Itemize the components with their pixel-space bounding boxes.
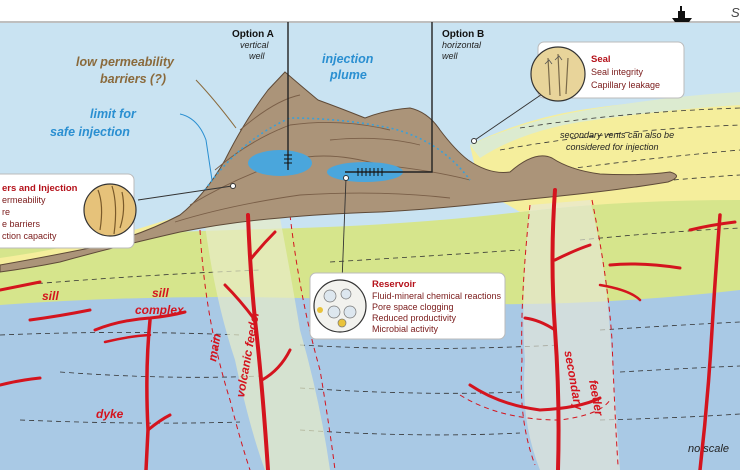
barriers-leader bbox=[137, 185, 233, 201]
main-feeder-outline-left bbox=[199, 229, 251, 471]
main-feeder-zone bbox=[205, 218, 330, 470]
barriers-item-1: ermeability bbox=[2, 195, 46, 205]
seal-leader bbox=[474, 89, 549, 141]
reservoir-leader bbox=[341, 177, 347, 283]
barriers-box: ers and Injection ermeability re e barri… bbox=[0, 173, 236, 249]
upper-band bbox=[470, 92, 740, 158]
secondary-feeder-label-2: feeder bbox=[586, 379, 606, 418]
top-strip bbox=[0, 0, 740, 22]
limit-label-2: safe injection bbox=[50, 125, 130, 139]
secondary-vents-2: considered for injection bbox=[566, 142, 659, 152]
reservoir-item-1: Fluid-mineral chemical reactions bbox=[372, 291, 502, 301]
seal-item-1: Seal integrity bbox=[591, 67, 644, 77]
reservoir-core-icon bbox=[313, 279, 367, 333]
intrusions bbox=[0, 188, 737, 472]
dyke bbox=[144, 318, 152, 472]
reservoir-item-3: Reduced productivity bbox=[372, 313, 457, 323]
reservoir-item-4: Microbial activity bbox=[372, 324, 439, 334]
secondary-feeder-outline-right bbox=[591, 199, 619, 466]
low-perm-label-1: low permeability bbox=[76, 55, 175, 69]
injection-label-1: injection bbox=[322, 52, 374, 66]
limit-label-1: limit for bbox=[90, 107, 137, 121]
option-b-title: Option B bbox=[442, 29, 484, 40]
main-feeder-label-1: main bbox=[205, 332, 224, 362]
seal-item-2: Capillary leakage bbox=[591, 80, 660, 90]
main-feeder-outline-right bbox=[289, 214, 336, 471]
low-perm-leader bbox=[195, 79, 237, 129]
sill-complex bbox=[93, 310, 187, 332]
no-scale-label: no scale bbox=[688, 443, 729, 455]
option-a-subtitle: vertical bbox=[240, 40, 270, 50]
dyke-label: dyke bbox=[96, 407, 124, 421]
barriers-item-4: ction capacity bbox=[2, 231, 57, 241]
sill bbox=[28, 308, 92, 322]
injection-label-2: plume bbox=[329, 68, 367, 82]
limit-leader bbox=[179, 113, 213, 181]
reservoir-box: Reservoir Fluid-mineral chemical reactio… bbox=[309, 175, 506, 340]
safe-injection-limit bbox=[204, 117, 471, 191]
seal-title: Seal bbox=[591, 54, 611, 65]
sill-complex-label-1: sill bbox=[152, 286, 169, 300]
barrier-core-icon bbox=[83, 183, 137, 237]
mound-layering bbox=[174, 94, 471, 223]
barriers-title: ers and Injection bbox=[2, 183, 78, 194]
option-b-subtitle2: well bbox=[442, 51, 459, 61]
ship-icon bbox=[672, 6, 692, 22]
seal-box: Seal Seal integrity Capillary leakage bbox=[471, 41, 685, 144]
reservoir-item-2: Pore space clogging bbox=[372, 302, 454, 312]
sill-complex-label-2: complex bbox=[135, 303, 185, 317]
reservoir-title: Reservoir bbox=[372, 279, 416, 290]
corner-text: S bbox=[731, 5, 740, 20]
low-perm-label-2: barriers (?) bbox=[100, 72, 166, 86]
barriers-item-2: re bbox=[2, 207, 10, 217]
option-b-subtitle: horizontal bbox=[442, 40, 482, 50]
plume-vertical-well bbox=[248, 150, 312, 176]
vertical-well bbox=[284, 22, 292, 170]
option-a-title: Option A bbox=[232, 29, 274, 40]
barriers-item-3: e barriers bbox=[2, 219, 41, 229]
sill-label: sill bbox=[42, 289, 59, 303]
secondary-feeder-outline-left bbox=[520, 204, 536, 466]
secondary-feeder-zone bbox=[523, 200, 620, 470]
seal-core-icon bbox=[530, 46, 586, 102]
horizontal-well bbox=[345, 22, 433, 176]
sill-zone-outline bbox=[459, 394, 611, 421]
secondary-vents-1: secondary vents can also be bbox=[560, 130, 674, 140]
option-a-subtitle2: well bbox=[249, 51, 266, 61]
